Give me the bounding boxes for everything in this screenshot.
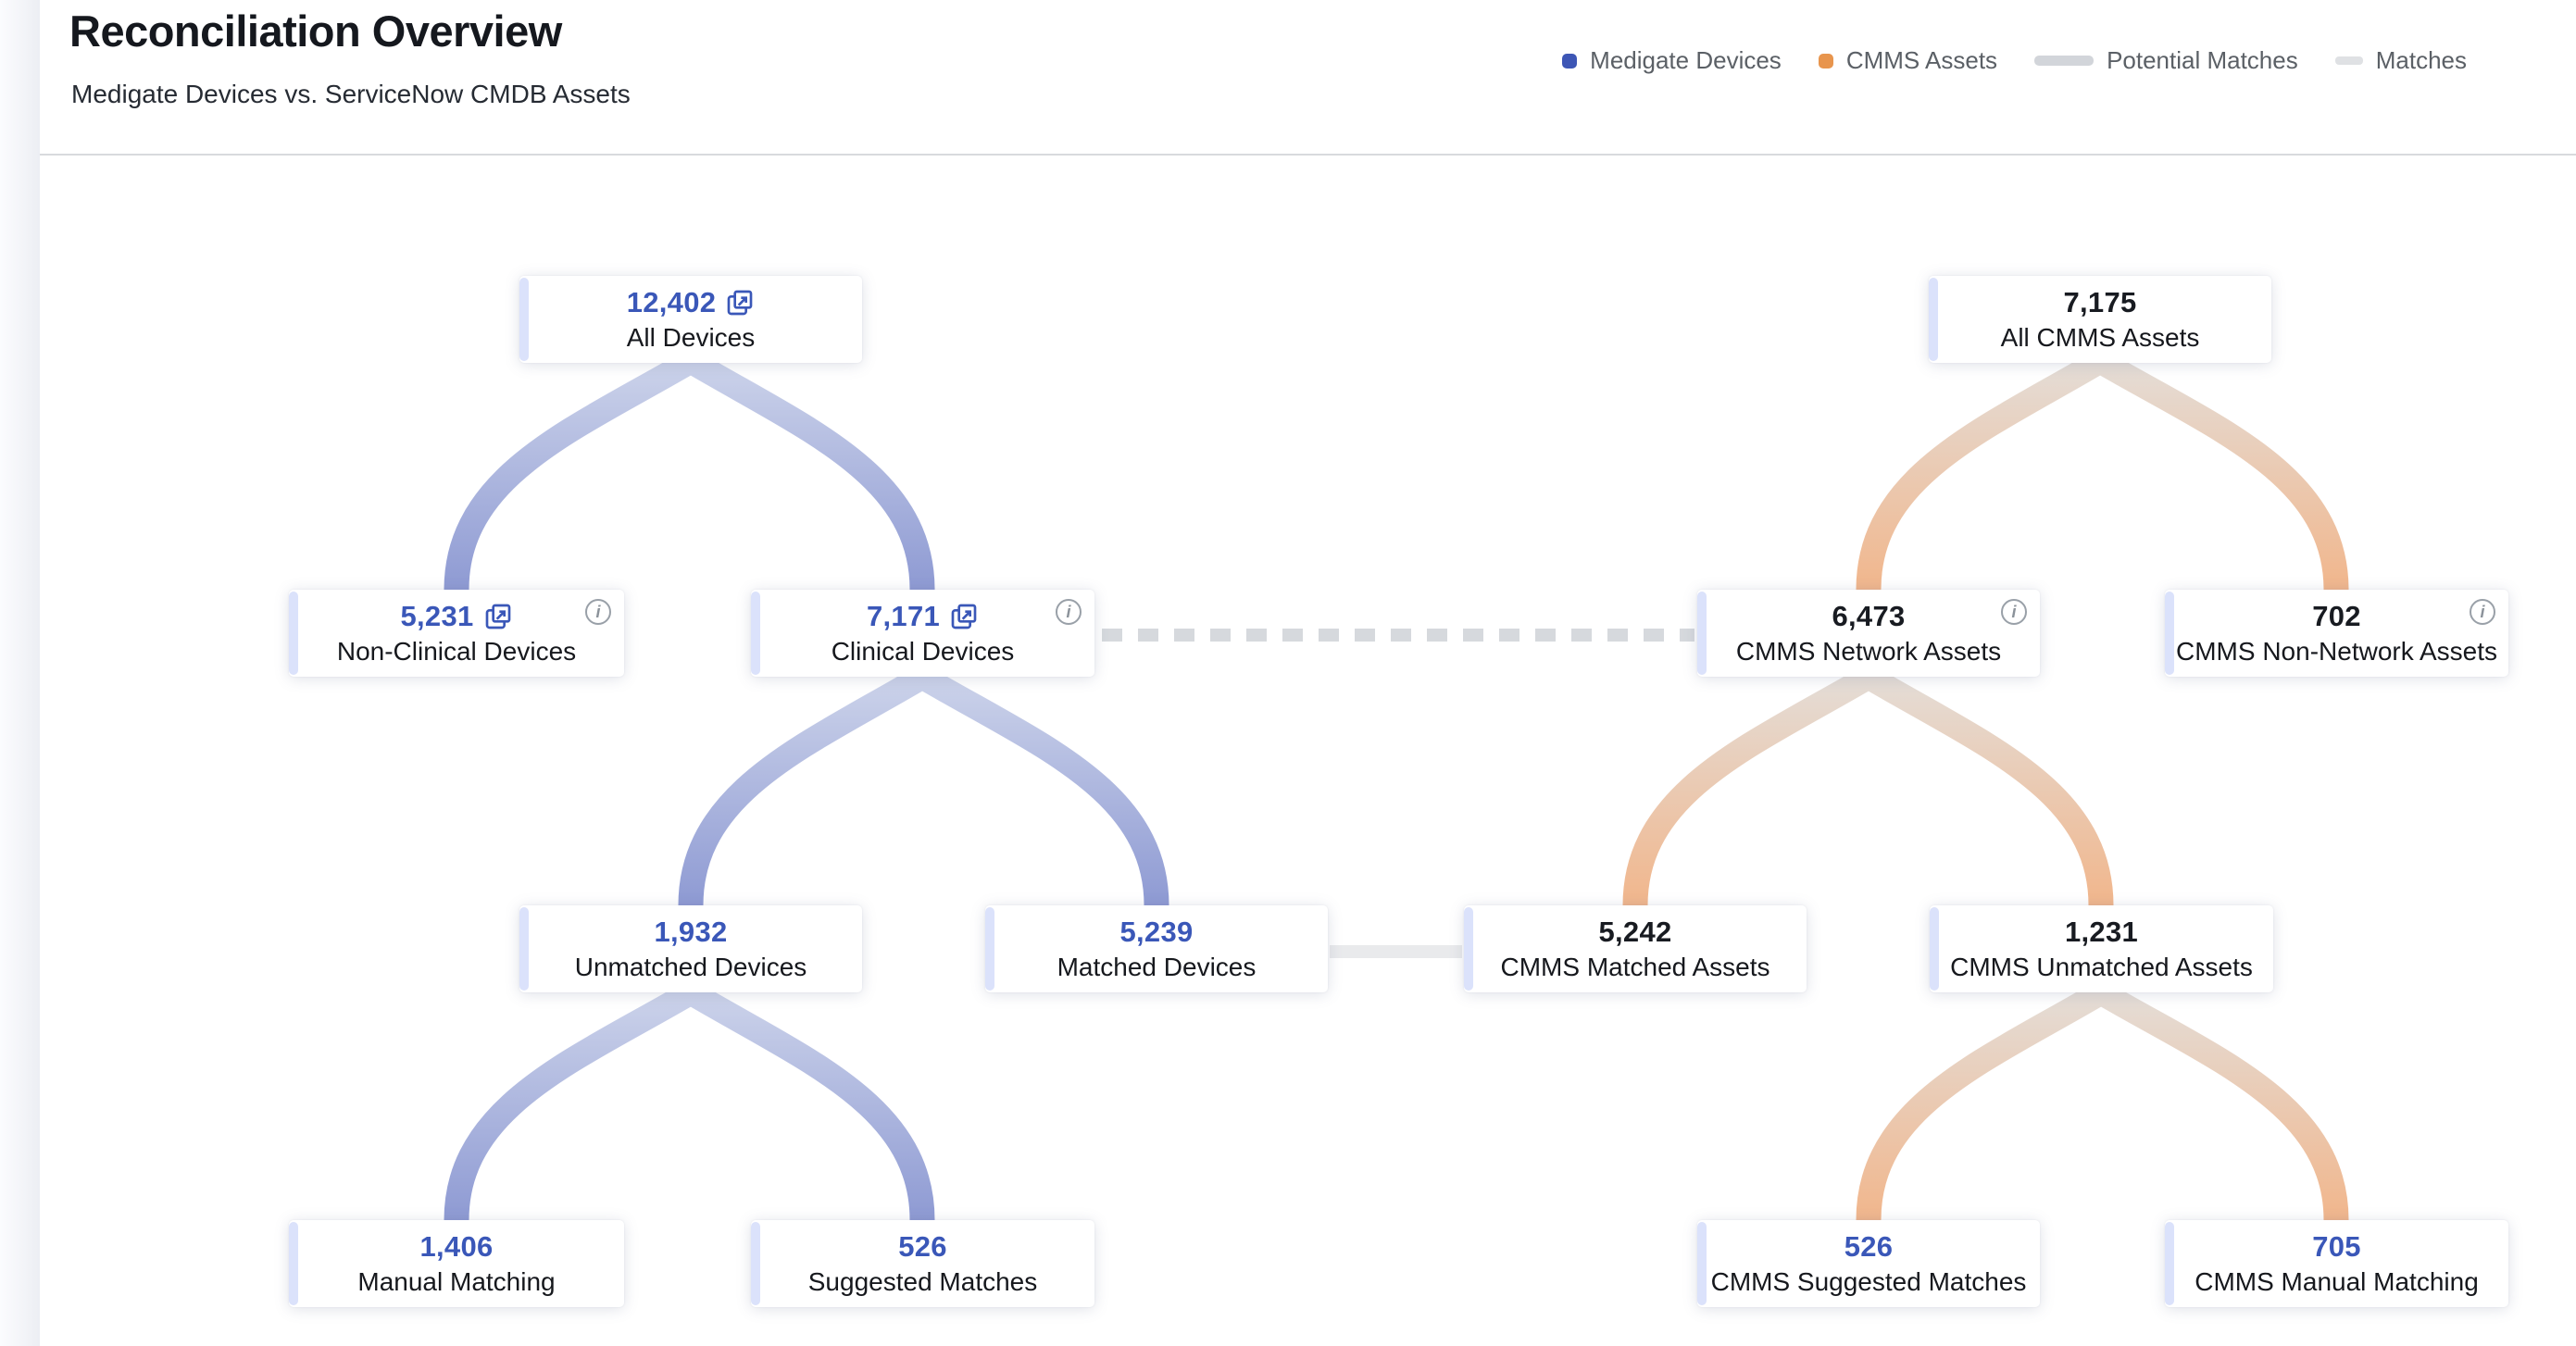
flow-network-to-unmatched <box>1862 666 2114 906</box>
legend-item-cmms-assets[interactable]: CMMS Assets <box>1818 46 1998 75</box>
node-value[interactable]: 5,231 <box>400 599 474 632</box>
node-label: CMMS Manual Matching <box>2195 1266 2479 1296</box>
info-icon[interactable]: i <box>2470 599 2495 625</box>
node-card-cmms-matched-assets: 5,242 CMMS Matched Assets <box>1464 905 1807 992</box>
node-card-cmms-unmatched-assets: 1,231 CMMS Unmatched Assets <box>1930 905 2273 992</box>
legend-item-medigate-devices[interactable]: Medigate Devices <box>1562 46 1782 75</box>
node-value[interactable]: 12,402 <box>626 285 717 318</box>
node-card-clinical-devices: 7,171 Clinical Devices i <box>751 590 1094 677</box>
node-label: CMMS Non-Network Assets <box>2176 636 2497 666</box>
card-accent-bar <box>985 907 994 991</box>
node-value: 6,473 <box>1832 599 1906 632</box>
node-value-link[interactable]: 5,231 <box>400 600 512 633</box>
left-page-strip <box>0 0 40 1346</box>
card-accent-bar <box>1929 278 1938 361</box>
page-subtitle: Medigate Devices vs. ServiceNow CMDB Ass… <box>71 80 631 108</box>
flow-cmms-unmatched-to-suggested <box>1856 981 2107 1221</box>
info-icon[interactable]: i <box>2001 599 2027 625</box>
page-header: Reconciliation Overview Medigate Devices… <box>40 0 2576 156</box>
node-value: 526 <box>1844 1229 1894 1263</box>
flow-all-cmms-to-network <box>1856 350 2107 591</box>
node-card-matched-devices: 5,239 Matched Devices <box>985 905 1328 992</box>
node-value: 702 <box>2312 599 2361 632</box>
card-accent-bar <box>289 592 298 675</box>
card-accent-bar <box>519 907 529 991</box>
node-value: 1,406 <box>419 1229 494 1263</box>
node-label: Manual Matching <box>357 1266 556 1296</box>
node-card-suggested-matches: 526 Suggested Matches <box>751 1220 1094 1307</box>
node-value: 1,932 <box>654 915 728 948</box>
node-label: Unmatched Devices <box>574 952 807 981</box>
node-label: CMMS Network Assets <box>1735 636 2002 666</box>
flow-unmatched-to-manual <box>444 981 697 1221</box>
card-accent-bar <box>1697 1222 1707 1305</box>
external-link-icon[interactable] <box>949 602 979 631</box>
node-label: Matched Devices <box>1057 952 1257 981</box>
node-label: CMMS Suggested Matches <box>1710 1266 2027 1296</box>
legend-label: CMMS Assets <box>1845 46 1998 74</box>
flow-network-to-matched <box>1622 666 1875 906</box>
node-card-all-cmms-assets: 7,175 All CMMS Assets <box>1929 276 2271 363</box>
flow-cmms-unmatched-to-manual <box>2095 981 2349 1221</box>
node-card-unmatched-devices: 1,932 Unmatched Devices <box>519 905 862 992</box>
info-icon[interactable]: i <box>585 599 611 625</box>
node-card-cmms-non-network-assets: 702 CMMS Non-Network Assets i <box>2165 590 2508 677</box>
card-accent-bar <box>751 592 760 675</box>
potential-matches-marker <box>2034 56 2095 66</box>
flow-all-cmms-to-non-network <box>2094 350 2349 591</box>
external-link-icon[interactable] <box>725 288 755 318</box>
flow-unmatched-to-suggested <box>684 981 935 1221</box>
node-value-link[interactable]: 7,171 <box>867 600 979 633</box>
node-label: All CMMS Assets <box>2000 322 2200 352</box>
medigate-devices-marker <box>1562 53 1578 69</box>
node-label: Suggested Matches <box>807 1266 1038 1296</box>
node-card-cmms-manual-matching: 705 CMMS Manual Matching <box>2165 1220 2508 1307</box>
card-accent-bar <box>2165 592 2174 675</box>
flow-all-devices-to-clinical <box>684 350 935 591</box>
legend-label: Medigate Devices <box>1590 46 1782 74</box>
node-card-cmms-suggested-matches: 526 CMMS Suggested Matches <box>1697 1220 2040 1307</box>
node-value: 7,175 <box>2063 285 2137 318</box>
matches-marker <box>2334 56 2363 65</box>
card-accent-bar <box>289 1222 298 1305</box>
flow-clinical-to-matched <box>916 666 1169 906</box>
node-label: CMMS Unmatched Assets <box>1950 952 2253 981</box>
card-accent-bar <box>2165 1222 2174 1305</box>
node-label: Non-Clinical Devices <box>336 636 577 666</box>
legend-label: Potential Matches <box>2107 46 2298 74</box>
flow-clinical-to-unmatched <box>678 666 929 906</box>
external-link-icon[interactable] <box>483 602 513 631</box>
node-value-link[interactable]: 12,402 <box>627 286 756 319</box>
node-card-non-clinical-devices: 5,231 Non-Clinical Devices i <box>289 590 624 677</box>
node-value: 5,242 <box>1598 915 1672 948</box>
legend-item-matches[interactable]: Matches <box>2334 46 2467 75</box>
node-label: CMMS Matched Assets <box>1500 952 1770 981</box>
card-accent-bar <box>1930 907 1939 991</box>
node-value: 705 <box>2312 1229 2361 1263</box>
node-label: All Devices <box>626 322 756 352</box>
node-card-all-devices: 12,402 All Devices <box>519 276 862 363</box>
flow-all-devices-to-non-clinical <box>444 350 697 591</box>
node-value: 5,239 <box>1119 915 1194 948</box>
node-value[interactable]: 7,171 <box>866 599 941 632</box>
info-icon[interactable]: i <box>1056 599 1082 625</box>
node-value: 526 <box>898 1229 947 1263</box>
node-label: Clinical Devices <box>831 636 1015 666</box>
legend: Medigate Devices CMMS Assets Potential M… <box>1562 46 2467 75</box>
node-card-manual-matching: 1,406 Manual Matching <box>289 1220 624 1307</box>
card-accent-bar <box>751 1222 760 1305</box>
legend-item-potential-matches[interactable]: Potential Matches <box>2034 46 2298 75</box>
card-accent-bar <box>519 278 529 361</box>
node-card-cmms-network-assets: 6,473 CMMS Network Assets i <box>1697 590 2040 677</box>
card-accent-bar <box>1697 592 1707 675</box>
node-value: 1,231 <box>2064 915 2139 948</box>
cmms-assets-marker <box>1818 53 1833 69</box>
legend-label: Matches <box>2375 46 2467 74</box>
card-accent-bar <box>1464 907 1473 991</box>
page-title: Reconciliation Overview <box>69 6 562 56</box>
